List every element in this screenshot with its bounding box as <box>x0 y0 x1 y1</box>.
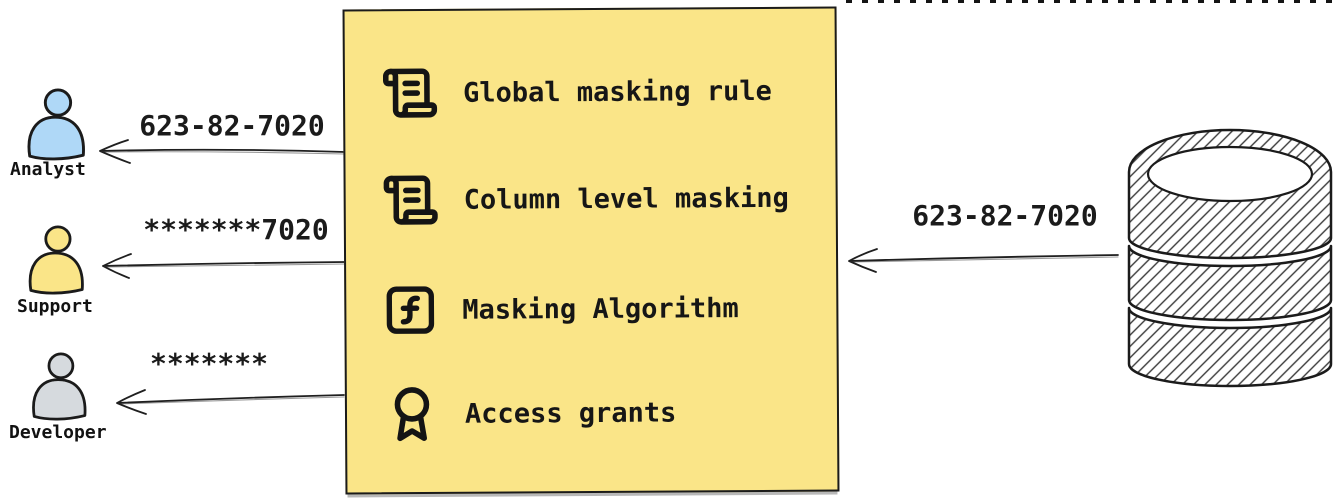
award-icon <box>394 387 430 442</box>
arrow-to-analyst <box>99 139 346 164</box>
column-level-masking-row: Column level masking <box>381 167 789 231</box>
arrow-to-support <box>102 253 346 279</box>
database-icon <box>1127 128 1333 388</box>
scroll-text-icon <box>382 68 438 118</box>
analyst-person-icon <box>27 88 85 161</box>
masking-algorithm-row: Masking Algorithm <box>382 277 739 341</box>
developer-received-value: ******* <box>149 347 269 380</box>
developer-person-icon <box>32 352 87 421</box>
access-grants-label: Access grants <box>464 396 677 430</box>
database-top-opening <box>1146 145 1314 203</box>
global-masking-rule-row: Global masking rule <box>381 60 772 124</box>
database-output-value: 623-82-7020 <box>912 199 1098 232</box>
support-person-icon <box>28 225 84 295</box>
developer-label: Developer <box>9 422 107 443</box>
support-label: Support <box>17 296 93 317</box>
masking-algorithm-label: Masking Algorithm <box>462 292 739 326</box>
support-received-value: *******7020 <box>143 213 329 246</box>
masking-rules-box: Global masking rule Column level masking… <box>342 6 840 495</box>
scroll-text-icon <box>383 175 438 225</box>
analyst-received-value: 623-82-7020 <box>139 109 325 142</box>
function-square-icon <box>386 286 435 334</box>
analyst-label: Analyst <box>10 159 86 180</box>
global-masking-rule-label: Global masking rule <box>462 75 772 109</box>
arrow-database-to-box <box>848 248 1119 273</box>
arrow-to-developer <box>116 389 345 415</box>
access-grants-row: Access grants <box>383 381 677 445</box>
column-level-masking-label: Column level masking <box>463 182 789 216</box>
